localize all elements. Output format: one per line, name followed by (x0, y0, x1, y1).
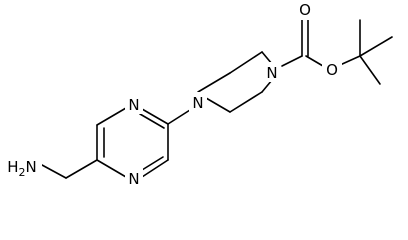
bond (339, 55, 361, 66)
bond (96, 159, 127, 178)
bond (229, 91, 263, 113)
atom-o-carbonyl: O (299, 1, 311, 19)
atom-n-piperazine-right: N (266, 64, 277, 82)
bond (281, 55, 303, 67)
bond (141, 108, 169, 125)
atom-o-ester: O (326, 61, 338, 79)
structure-diagram: N N O O N N H2N (2, 0, 393, 188)
bond (197, 72, 231, 93)
atom-n-pyrimidine-bottom: N (128, 170, 139, 188)
atom-labels: N N O O N N H2N (2, 0, 342, 188)
bond (141, 159, 169, 178)
atom-n-pyrimidine-top: N (128, 96, 139, 114)
bond (229, 51, 263, 74)
bond (96, 107, 127, 126)
bond (205, 97, 231, 113)
atom-n-piperazine-left: N (192, 94, 203, 112)
bond (41, 164, 67, 179)
bond (305, 55, 324, 67)
atom-amine: H2N (7, 158, 37, 179)
bonds (41, 19, 393, 179)
bond (359, 36, 393, 57)
bond (167, 109, 191, 125)
bond (139, 113, 165, 129)
bond (65, 159, 98, 179)
bond (359, 55, 381, 85)
bond (141, 156, 164, 171)
